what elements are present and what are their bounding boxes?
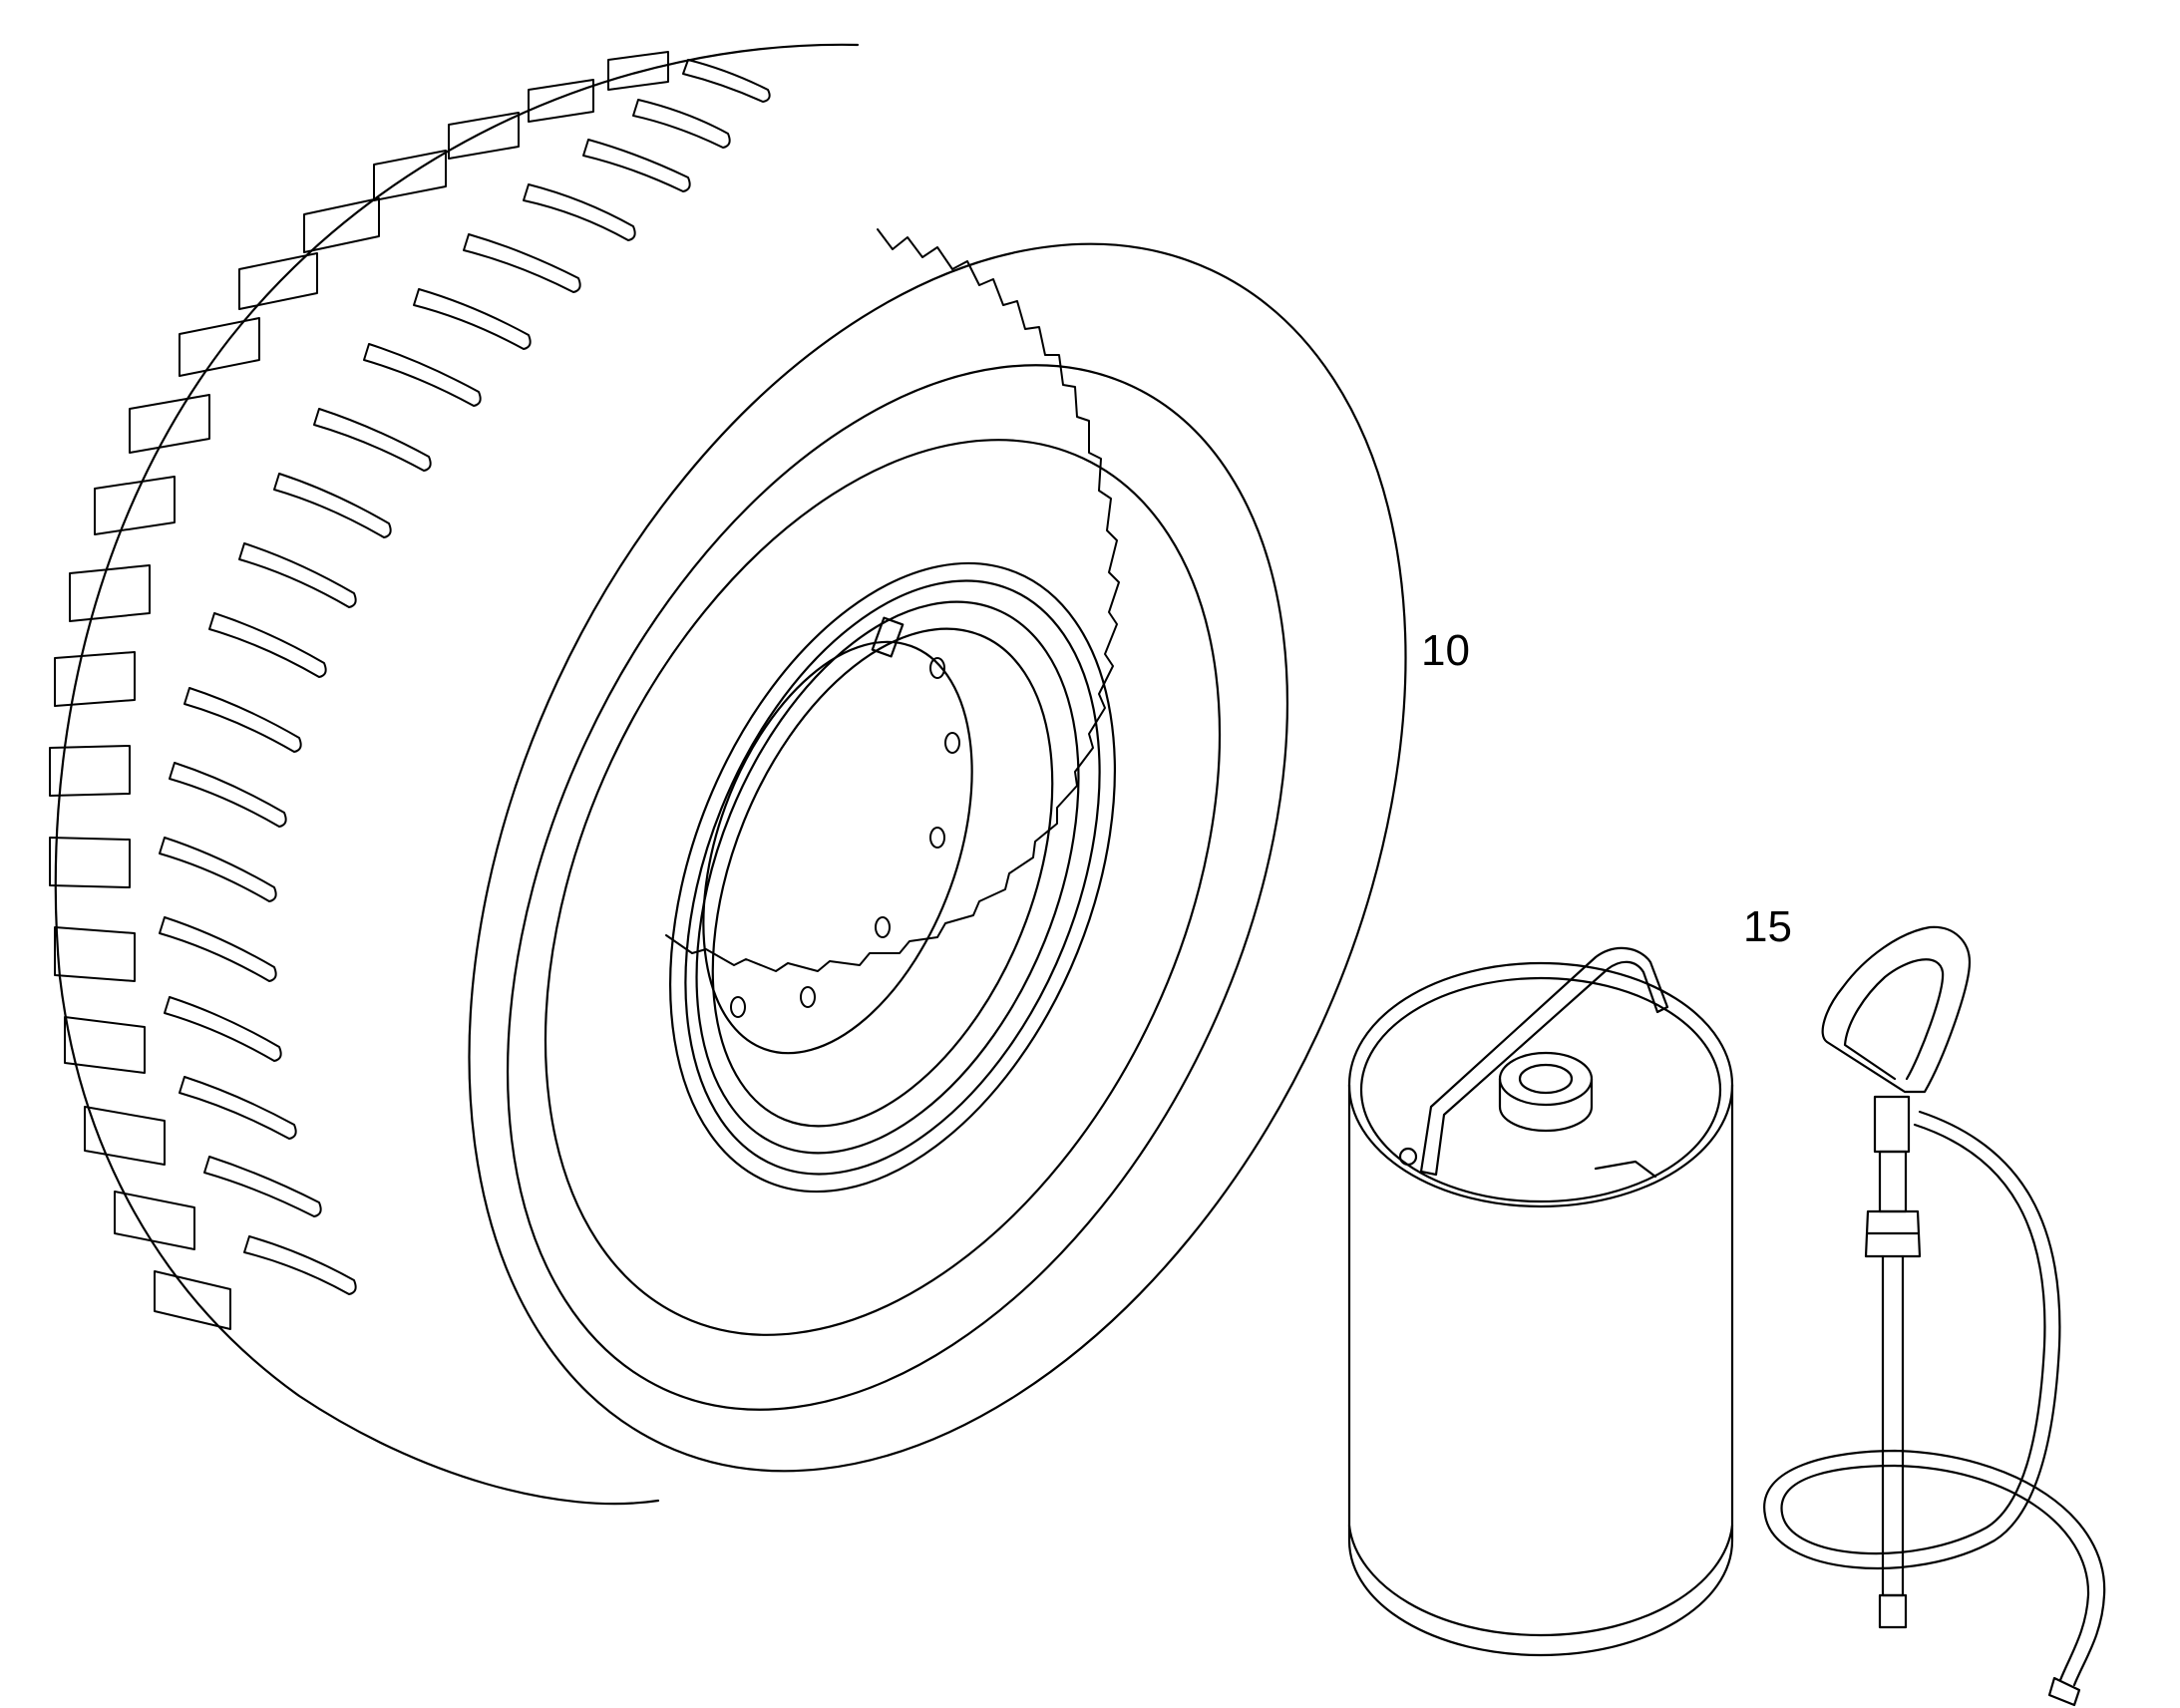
callout-inflation-kit: 15 [1743,902,1792,951]
fluid-can-icon [1347,946,1734,1657]
can-rim-tab [1594,1160,1657,1179]
pump-tube-tip [1878,1593,1908,1629]
tread-lugs-left [49,51,669,1330]
can-top-rim [1347,961,1734,1208]
tread-teeth-edge [665,228,1120,972]
pump-handle [1821,925,1972,1094]
can-bung-side [1498,1077,1594,1133]
rim-flange-inner [684,579,1101,1176]
tire-sidewall-ring [507,364,1288,1411]
can-rivet [1398,1147,1418,1167]
can-bung-inner [1518,1063,1574,1095]
hub-disc [702,640,973,1055]
pump-collar [1873,1095,1911,1154]
tread-grooves [159,59,771,1295]
rim-lock-ring [695,600,1080,1155]
can-bottom-bead [1347,1524,1734,1637]
can-bung-outer [1498,1051,1594,1107]
pump-tube [1881,1254,1905,1597]
stud-holes [730,657,960,1018]
pump-nut [1864,1209,1922,1258]
pump-handle-inner [1843,958,1945,1081]
pump-body-upper [1878,1150,1908,1213]
tire-assembly-icon [49,43,1407,1506]
transfer-pump-icon [1763,925,2106,1707]
valve-stem [871,616,905,658]
pump-hose [1763,1110,2106,1687]
pump-nozzle [2047,1676,2081,1707]
tire-bead-ring [544,439,1222,1336]
can-top-inner [1359,976,1722,1203]
can-handle [1419,946,1669,1177]
tire-sidewall-outer [468,242,1407,1473]
rim-well [711,627,1054,1128]
can-body [1347,1083,1734,1657]
callout-tire: 10 [1421,626,1470,675]
pump-hose-inner [1780,1123,2090,1682]
rim-flange-outer [669,561,1116,1194]
